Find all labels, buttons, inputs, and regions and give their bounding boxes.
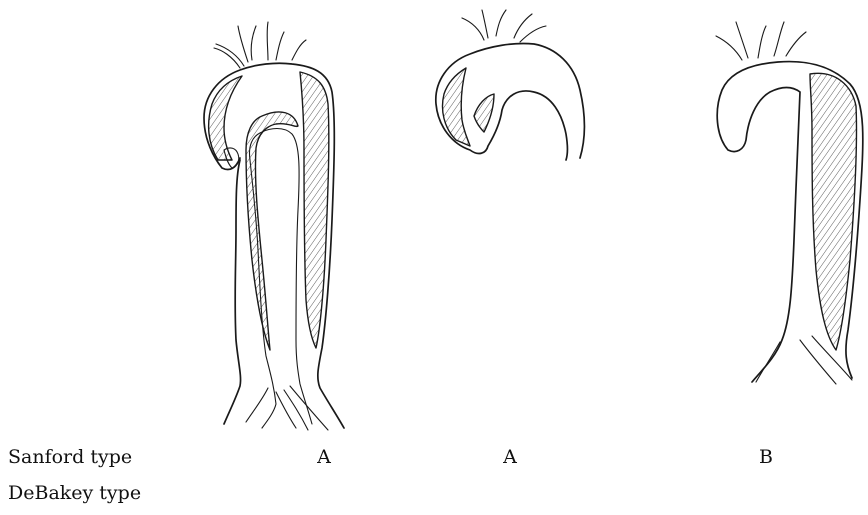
branch-vessels-1 — [214, 22, 306, 68]
false-lumen-inner-2 — [474, 94, 494, 132]
false-lumen-descending-3 — [810, 73, 857, 350]
branch-vessels-2 — [462, 10, 546, 42]
sanford-type-value-1: A — [294, 446, 354, 468]
debakey-type-label: DeBakey type — [8, 482, 141, 504]
sanford-type-value-2: A — [480, 446, 540, 468]
aorta-type-a-ascending — [436, 10, 585, 160]
false-lumen-descending-1-left — [246, 112, 298, 350]
false-lumen-descending-1-right — [300, 72, 329, 348]
aorta-type-a-extensive — [204, 22, 344, 430]
sanford-type-value-3: B — [736, 446, 796, 468]
iliac-arteries-1 — [246, 386, 328, 430]
branch-vessels-3 — [716, 22, 806, 60]
sanford-type-label: Sanford type — [8, 446, 132, 468]
aorta-type-b — [716, 22, 863, 384]
false-lumen-ascending-2 — [443, 68, 471, 146]
